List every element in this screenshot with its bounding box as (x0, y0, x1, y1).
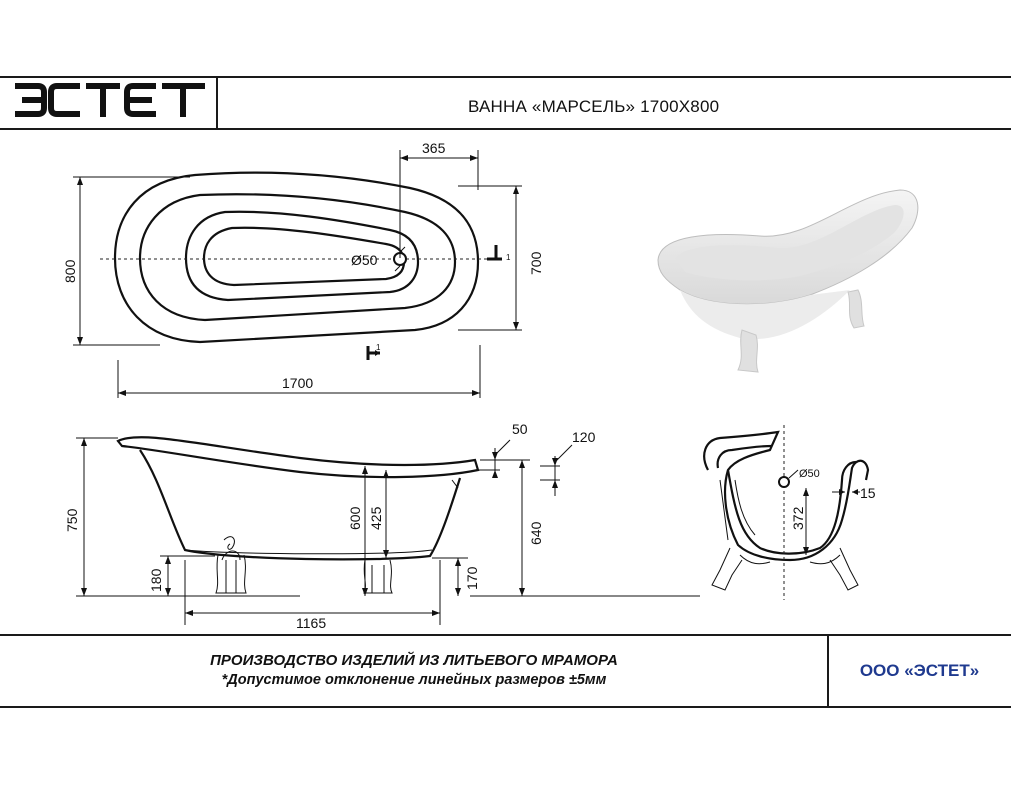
company-name: ООО «ЭСТЕТ» (859, 661, 980, 680)
side-dim-1165: 1165 (296, 615, 326, 631)
page-title: ВАННА «МАРСЕЛЬ» 1700Х800 (468, 97, 720, 116)
section-dim-372: 372 (790, 506, 806, 530)
section-dim-15: 15 (860, 485, 876, 501)
header-bottom-border (0, 128, 1011, 130)
top-dim-inner-height: 700 (528, 251, 544, 275)
header-top-border (0, 76, 1011, 78)
footer-line-2: *Допустимое отклонение линейных размеров… (221, 672, 607, 688)
brand-logo (15, 83, 205, 117)
section-mark-a: 1 (506, 253, 511, 262)
side-view: 750 180 600 425 170 640 50 (64, 421, 700, 631)
side-dim-170: 170 (464, 566, 480, 590)
top-dim-width: 1700 (282, 375, 313, 391)
bathtub-product-image (657, 189, 919, 373)
top-drain-label: Ø50 (351, 252, 378, 268)
footer-line-1: ПРОИЗВОДСТВО ИЗДЕЛИЙ ИЗ ЛИТЬЕВОГО МРАМОР… (210, 652, 618, 669)
footer-bottom-border (0, 706, 1011, 708)
side-dim-425: 425 (368, 506, 384, 530)
footer-divider (827, 634, 829, 708)
side-dim-600: 600 (347, 506, 363, 530)
section-drain-label: Ø50 (799, 468, 820, 480)
top-dim-height: 800 (62, 259, 78, 283)
technical-drawing: Ø50 1700 800 700 365 1 1 (62, 140, 876, 631)
footer-notes: ПРОИЗВОДСТВО ИЗДЕЛИЙ ИЗ ЛИТЬЕВОГО МРАМОР… (0, 636, 828, 706)
top-dim-drain-offset: 365 (422, 140, 446, 156)
section-view: Ø50 372 15 (703, 425, 876, 600)
side-dim-total-height: 750 (64, 508, 80, 532)
top-view: Ø50 1700 800 700 365 1 1 (62, 140, 544, 398)
side-dim-640: 640 (528, 521, 544, 545)
section-mark-b: 1 (376, 343, 381, 352)
side-dim-120: 120 (572, 429, 596, 445)
header-divider (216, 76, 218, 130)
side-dim-180: 180 (148, 568, 164, 592)
footer-top-border (0, 634, 1011, 636)
side-dim-50: 50 (512, 421, 528, 437)
